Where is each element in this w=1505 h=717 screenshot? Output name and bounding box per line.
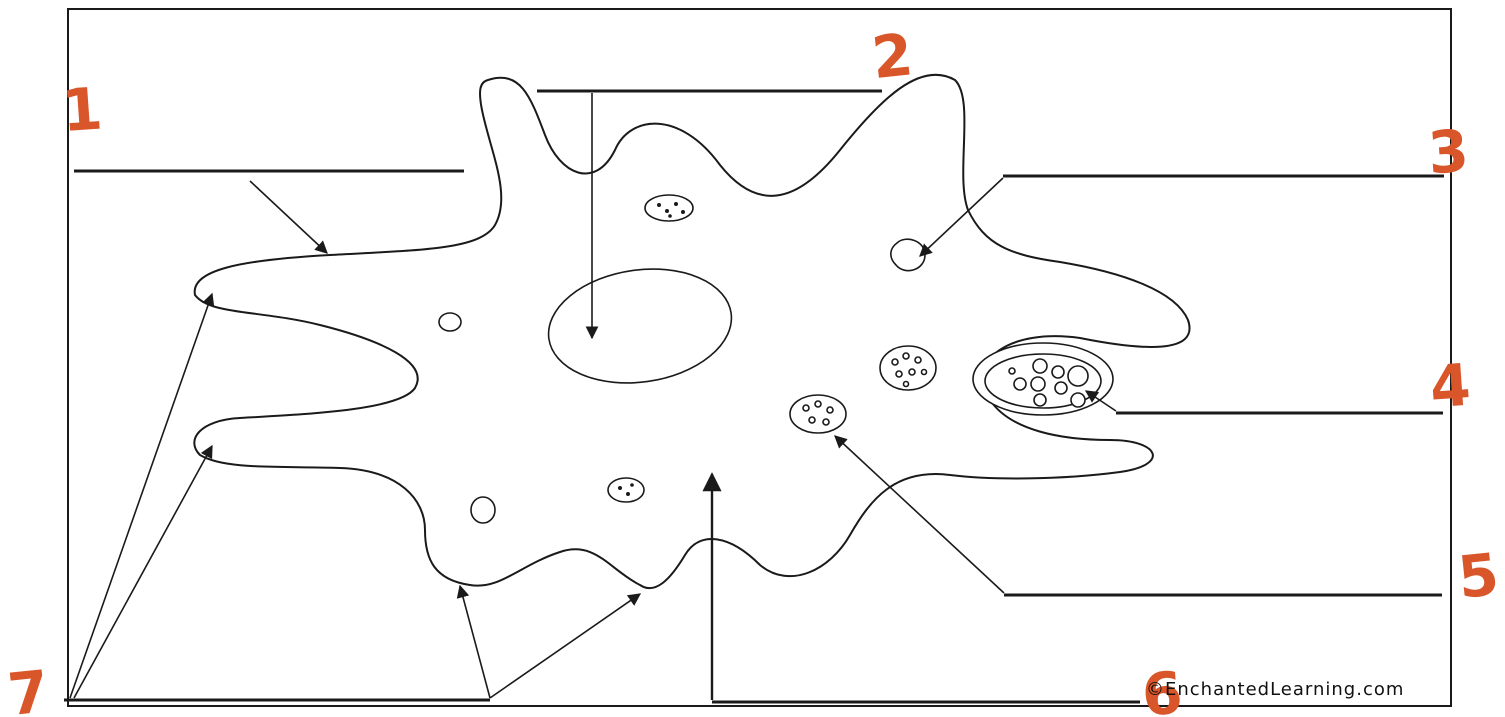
- pointer-arrow-7a: [69, 292, 215, 699]
- label-number-7: 7: [5, 657, 52, 717]
- label-number-1: 1: [60, 74, 105, 145]
- label-number-6: 6: [1140, 659, 1185, 717]
- credit-text: ©EnchantedLearning.com: [1146, 679, 1404, 700]
- engulfed-food-vacuole: [972, 342, 1114, 416]
- food-vacuole: [879, 345, 937, 391]
- food-vacuole-digesting: [789, 394, 847, 434]
- nucleus: [547, 268, 733, 384]
- pointer-arrow-7b: [73, 444, 213, 699]
- diagram-frame: [67, 8, 1452, 707]
- label-number-3: 3: [1426, 117, 1471, 188]
- pointer-arrow-4: [1084, 390, 1117, 412]
- pointer-arrow-7c: [456, 584, 491, 699]
- pointer-arrow-3: [919, 177, 1004, 257]
- food-vacuole: [607, 477, 645, 503]
- contractile-vacuole: [890, 238, 926, 272]
- pointer-arrow-1: [249, 180, 328, 254]
- small-vacuole: [438, 312, 462, 332]
- small-vacuole: [470, 496, 496, 524]
- pointer-arrow-5: [834, 435, 1005, 594]
- pointer-arrow-7d: [489, 593, 642, 699]
- food-vacuole: [644, 194, 694, 222]
- label-number-5: 5: [1455, 540, 1502, 612]
- label-number-2: 2: [869, 20, 916, 92]
- label-number-4: 4: [1428, 351, 1473, 422]
